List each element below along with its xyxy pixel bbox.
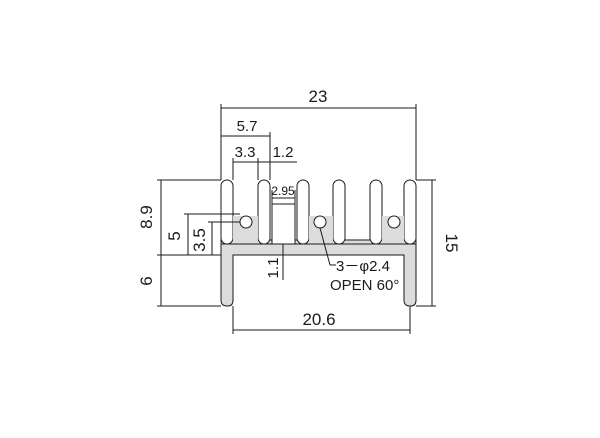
dim-hole-center: 3.5 <box>190 228 209 252</box>
fin-3 <box>296 179 310 245</box>
dimension-lines <box>157 104 436 334</box>
screw-hole-3 <box>387 215 401 229</box>
dim-fin-height: 8.9 <box>137 205 156 229</box>
screw-hole-1 <box>239 215 253 229</box>
fin-5 <box>369 179 383 245</box>
dim-hole-height: 5 <box>165 231 184 240</box>
dim-fin-thickness: 1.2 <box>273 144 294 161</box>
dim-base-height: 6 <box>137 276 156 285</box>
fin-6 <box>403 179 417 245</box>
dim-slot-width: 2.95 <box>271 184 295 198</box>
center-slot <box>271 203 296 245</box>
dim-overall-width: 23 <box>309 87 328 106</box>
fin-1 <box>220 179 234 245</box>
dim-base-width: 20.6 <box>302 310 335 329</box>
dim-fin-pitch: 3.3 <box>235 144 256 161</box>
hole-note: 3－φ2.4 <box>336 258 390 275</box>
dim-base-thickness: 1.1 <box>265 258 282 279</box>
dim-overall-height: 15 <box>442 234 461 253</box>
fin-2 <box>257 179 271 245</box>
heatsink-base <box>220 239 417 307</box>
fin-4 <box>332 179 346 245</box>
dimension-labels: 23 5.7 3.3 1.2 2.95 20.6 15 8.9 5 3.5 6 … <box>137 87 461 329</box>
dim-left-span: 5.7 <box>237 118 258 135</box>
open-note: OPEN 60° <box>330 277 399 294</box>
screw-hole-2 <box>313 215 327 229</box>
